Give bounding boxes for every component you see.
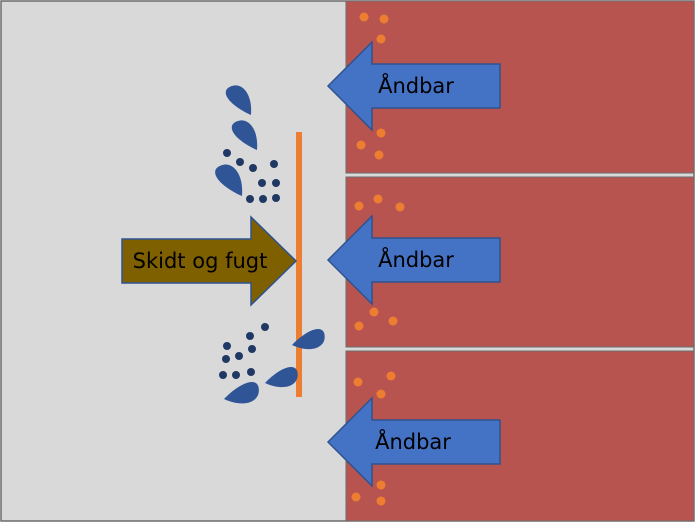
breathable-arrow-label: Åndbar xyxy=(375,428,451,454)
breathable-arrow-top: Åndbar xyxy=(326,40,501,132)
breathable-arrow-label: Åndbar xyxy=(378,246,454,272)
dirt-moisture-label: Skidt og fugt xyxy=(133,249,268,273)
breathable-arrow-bottom: Åndbar xyxy=(326,396,501,488)
breathable-arrow-middle: Åndbar xyxy=(326,214,501,306)
breathable-arrow-label: Åndbar xyxy=(378,72,454,98)
dirt-moisture-arrow: Skidt og fugt xyxy=(121,215,298,307)
dirt-particles-lower xyxy=(219,323,269,379)
orange-particles xyxy=(351,12,405,506)
dirt-particles-upper xyxy=(223,149,280,203)
